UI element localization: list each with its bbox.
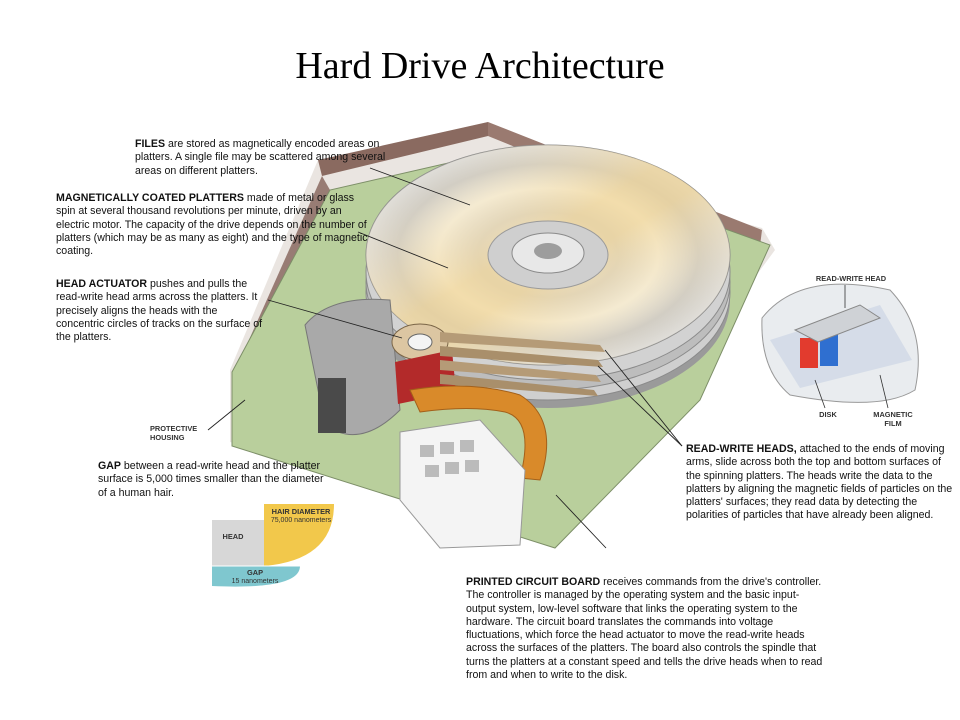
- hair-diameter-value: 75,000 nanometers: [270, 517, 332, 524]
- leader-lines: [207, 167, 683, 549]
- inset-film-label: MAGNETIC FILM: [868, 410, 918, 428]
- page-title: Hard Drive Architecture: [295, 45, 665, 87]
- hair-diameter-title: HAIR DIAMETER: [271, 507, 331, 516]
- hair-diameter-label: HAIR DIAMETER 75,000 nanometers: [266, 507, 336, 525]
- gap-scale-value: 15 nanometers: [231, 578, 279, 585]
- gap-scale-label: GAP 15 nanometers: [220, 568, 290, 586]
- read-write-heads-label: READ-WRITE HEADS, attached to the ends o…: [686, 443, 956, 523]
- gap-text: between a read-write head and the platte…: [98, 460, 324, 499]
- inset-film-line-2: FILM: [884, 419, 902, 428]
- actuator-label: HEAD ACTUATOR pushes and pulls the read-…: [56, 278, 268, 344]
- inset-read-write-head: [761, 283, 919, 409]
- files-text: are stored as magnetically encoded areas…: [135, 138, 386, 177]
- platters-text: made of metal or glass spin at several t…: [56, 192, 368, 258]
- protective-housing-line-2: HOUSING: [150, 433, 185, 442]
- files-label: FILES are stored as magnetically encoded…: [135, 138, 405, 178]
- protective-housing-line-1: PROTECTIVE: [150, 424, 198, 433]
- gap-label: GAP between a read-write head and the pl…: [98, 460, 330, 500]
- platters-term: MAGNETICALLY COATED PLATTERS: [56, 192, 244, 204]
- platters-label: MAGNETICALLY COATED PLATTERS made of met…: [56, 192, 368, 258]
- actuator-term: HEAD ACTUATOR: [56, 278, 148, 290]
- read-write-heads-term: READ-WRITE HEADS,: [686, 443, 797, 455]
- circuit-board-label: PRINTED CIRCUIT BOARD receives commands …: [466, 576, 824, 682]
- gap-scale-title: GAP: [246, 568, 263, 577]
- ribbon-cable: [409, 385, 548, 481]
- circuit-board-term: PRINTED CIRCUIT BOARD: [466, 576, 601, 588]
- inset-head-label: READ-WRITE HEAD: [815, 274, 887, 283]
- inset-disk-label: DISK: [819, 410, 837, 419]
- inset-film-line-1: MAGNETIC: [873, 410, 913, 419]
- files-term: FILES: [135, 138, 166, 150]
- protective-housing-label: PROTECTIVE HOUSING: [150, 424, 220, 442]
- gap-scale-inset: [212, 504, 334, 587]
- connector-block: [399, 419, 526, 549]
- actuator-text: pushes and pulls the read-write head arm…: [56, 278, 263, 344]
- gap-term: GAP: [98, 460, 121, 472]
- circuit-board-text: receives commands from the drive's contr…: [466, 576, 823, 682]
- read-write-heads-text: attached to the ends of moving arms, sli…: [686, 443, 953, 522]
- gap-head-label: HEAD: [222, 532, 244, 541]
